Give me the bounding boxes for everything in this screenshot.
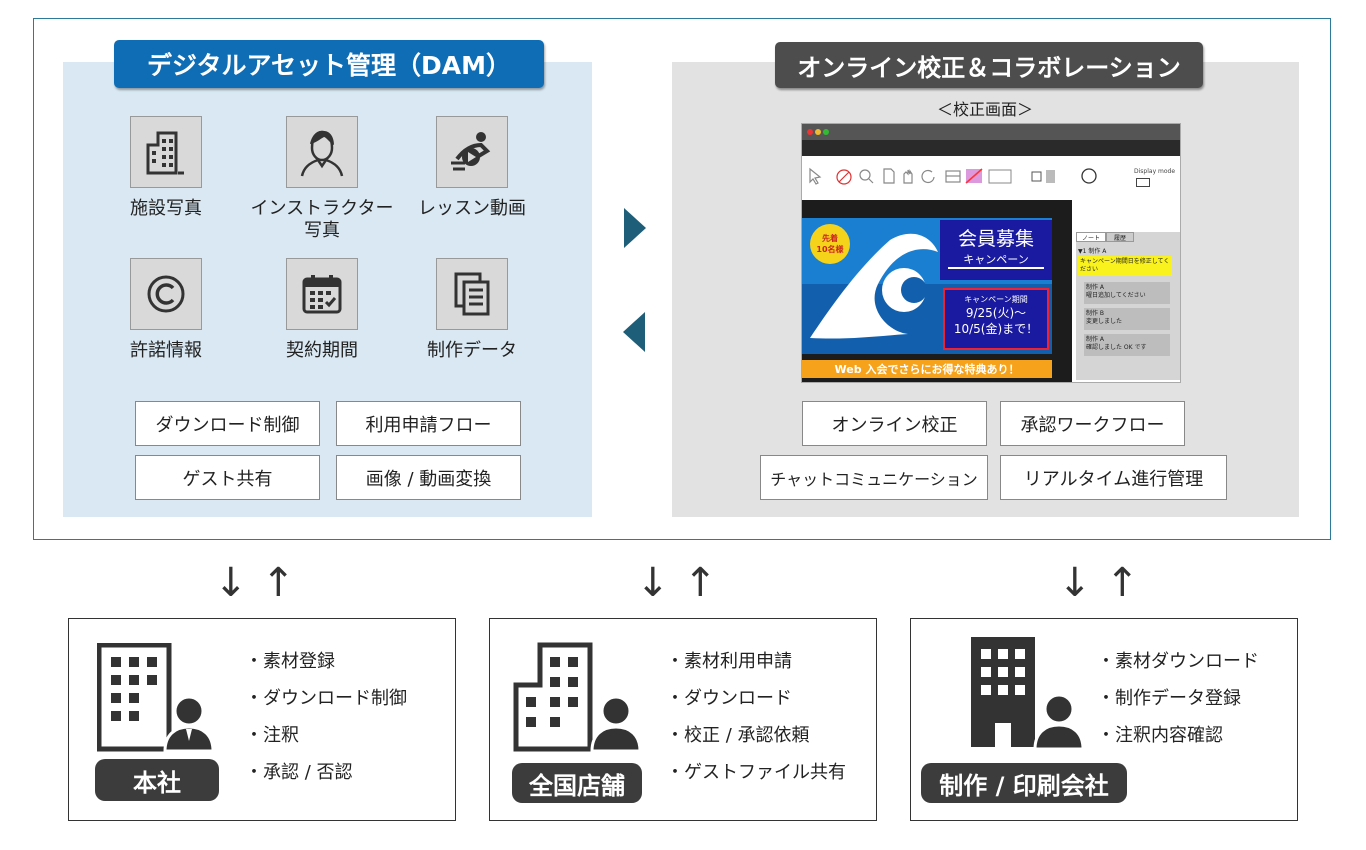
sync-arrows-hq: ↓↑ (214, 560, 310, 606)
feature-media-conversion: 画像 / 動画変換 (336, 455, 521, 500)
production-data-label: 制作データ (427, 340, 517, 361)
entity-tag-production-company: 制作 / 印刷会社 (921, 763, 1127, 803)
grid-mode-icon (1136, 178, 1150, 187)
arrow-right-icon (624, 208, 646, 248)
proof-title: オンライン校正＆コラボレーション (775, 42, 1203, 88)
feature-chat: チャットコミュニケーション (760, 455, 988, 500)
badge-line1: 先着 (822, 234, 838, 243)
maximize-dot-icon (823, 129, 829, 135)
wave-illustration (810, 233, 938, 339)
document-icon (436, 258, 508, 330)
banner-title-block: 会員募集 キャンペーン (940, 220, 1052, 280)
copyright-icon (130, 258, 202, 330)
feature-guest-share: ゲスト共有 (135, 455, 320, 500)
campaign-period-box: キャンペーン期間 9/25(火)〜 10/5(金)まで！ (943, 288, 1049, 350)
entity-tasks-production-company: ・素材ダウンロード ・制作データ登録 ・注釈内容確認 (1097, 643, 1259, 754)
video-icon (436, 116, 508, 188)
calendar-icon (286, 258, 358, 330)
arrow-left-icon (623, 312, 645, 352)
entity-tasks-headquarters: ・素材登録 ・ダウンロード制御 ・注釈 ・承認 / 否認 (245, 643, 407, 791)
task-item: ・注釈内容確認 (1097, 725, 1223, 746)
tab-history[interactable]: 履歴 (1106, 232, 1134, 242)
task-item: ・素材登録 (245, 651, 335, 672)
campaign-end: 10/5(金)まで！ (953, 322, 1039, 336)
task-item: ・ダウンロード (666, 688, 792, 709)
sync-arrows-agency: ↓↑ (1058, 560, 1154, 606)
proof-screen-mock: Display mode 先着 10名様 会員募集 キャンペーン キャンペーン期… (801, 123, 1181, 383)
lesson-video-label: レッスン動画 (418, 198, 526, 219)
task-item: ・校正 / 承認依頼 (666, 725, 810, 746)
campaign-banner: 先着 10名様 会員募集 キャンペーン キャンペーン期間 9/25(火)〜 10… (802, 218, 1052, 354)
entity-production-company: 制作 / 印刷会社 ・素材ダウンロード ・制作データ登録 ・注釈内容確認 (910, 618, 1298, 821)
task-item: ・素材利用申請 (666, 651, 792, 672)
banner-subtitle: キャンペーン (948, 251, 1044, 269)
proof-screen-caption: ＜校正画面＞ (936, 100, 1033, 119)
task-item: ・ダウンロード制御 (245, 688, 407, 709)
campaign-start: 9/25(火)〜 (965, 306, 1027, 320)
feature-download-control: ダウンロード制御 (135, 401, 320, 446)
entity-headquarters: 本社 ・素材登録 ・ダウンロード制御 ・注釈 ・承認 / 否認 (68, 618, 456, 821)
feature-realtime-progress: リアルタイム進行管理 (1000, 455, 1227, 500)
person-icon (286, 116, 358, 188)
first-come-badge: 先着 10名様 (810, 224, 850, 264)
task-item: ・制作データ登録 (1097, 688, 1241, 709)
task-item: ・素材ダウンロード (1097, 651, 1259, 672)
note-header: ▼1 制作 A (1078, 248, 1107, 255)
toolbar-icons (809, 167, 1097, 185)
entity-stores: 全国店舗 ・素材利用申請 ・ダウンロード ・校正 / 承認依頼 ・ゲストファイル… (489, 618, 877, 821)
task-item: ・承認 / 否認 (245, 762, 353, 783)
feature-online-proofing: オンライン校正 (802, 401, 987, 446)
sync-arrows-stores: ↓↑ (636, 560, 732, 606)
store-building-icon (513, 642, 642, 753)
tab-notes[interactable]: ノート (1076, 232, 1106, 242)
feature-usage-request-flow: 利用申請フロー (336, 401, 521, 446)
entity-tag-headquarters: 本社 (95, 759, 219, 801)
display-mode-label: Display mode (1134, 168, 1176, 175)
window-titlebar (802, 124, 1180, 140)
contract-period-label: 契約期間 (286, 340, 358, 361)
entity-tag-stores: 全国店舗 (512, 763, 642, 803)
agency-building-icon (971, 637, 1085, 751)
building-icon (130, 116, 202, 188)
entity-tasks-stores: ・素材利用申請 ・ダウンロード ・校正 / 承認依頼 ・ゲストファイル共有 (666, 643, 846, 791)
campaign-label: キャンペーン期間 (964, 295, 1028, 304)
license-info-label: 許諾情報 (130, 340, 202, 361)
note-highlight: キャンペーン期間日を修正してください (1078, 256, 1172, 276)
feature-approval-workflow: 承認ワークフロー (1000, 401, 1185, 446)
badge-line2: 10名様 (816, 245, 844, 254)
window-menubar (802, 140, 1180, 156)
minimize-dot-icon (815, 129, 821, 135)
task-item: ・ゲストファイル共有 (666, 762, 846, 783)
office-building-icon (97, 643, 215, 753)
close-dot-icon (807, 129, 813, 135)
instructor-photo-label: インストラクター写真 (250, 198, 394, 241)
dam-title: デジタルアセット管理（DAM） (114, 40, 544, 88)
banner-footer: Web 入会でさらにお得な特典あり！ (802, 360, 1052, 378)
task-item: ・注釈 (245, 725, 299, 746)
banner-title: 会員募集 (957, 228, 1034, 250)
facility-photo-label: 施設写真 (130, 198, 202, 219)
